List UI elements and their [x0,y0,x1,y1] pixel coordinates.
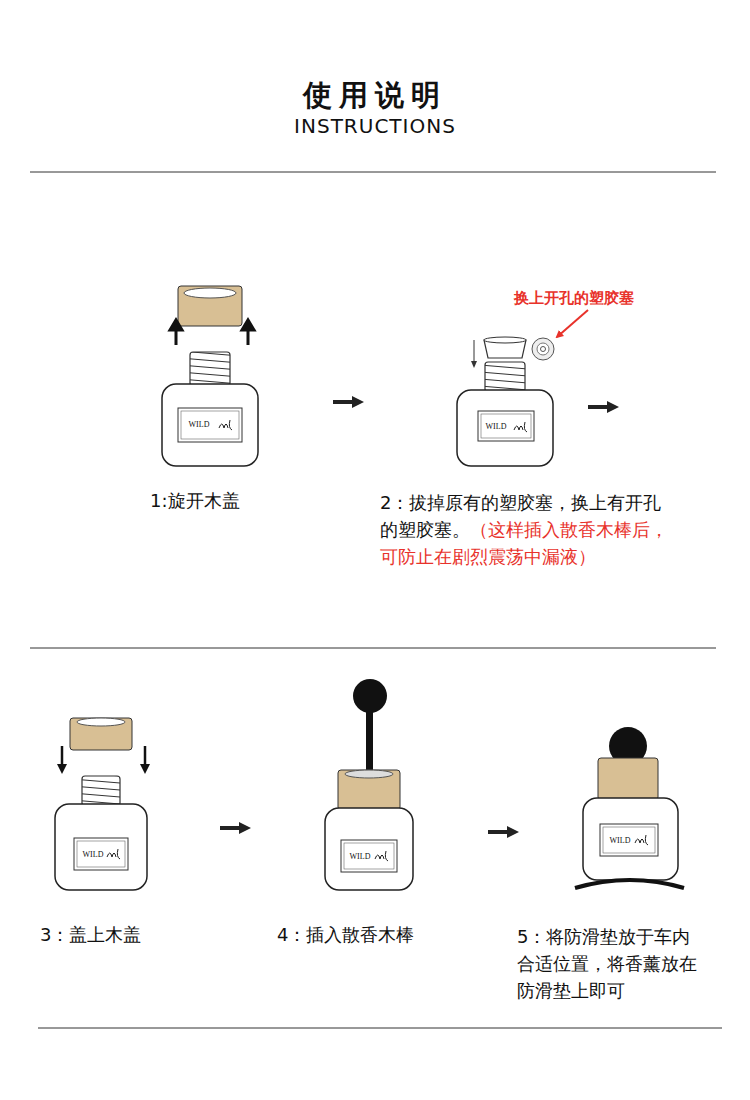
separator [38,1028,722,1029]
brand-text: WILD [83,851,104,859]
step-caption: 4：插入散香木棒 [277,923,414,947]
separator [30,648,716,649]
step-text-block: 2：拔掉原有的塑胶塞，换上有开孔的塑胶塞。（这样插入散香木棒后，可防止在剧烈震荡… [380,489,674,570]
page-title: 使用说明 [303,76,447,116]
bottle-plug [457,310,588,466]
bottle-on-mat [575,727,684,888]
bottle-stick [325,679,413,890]
anti-slip-mat [575,880,684,888]
step-caption: 5：将防滑垫放于车内合适位置，将香薰放在防滑垫上即可 [517,923,707,1004]
brand-text: WILD [486,423,507,431]
bottle-open [162,286,258,466]
page-subtitle: INSTRUCTIONS [294,114,456,138]
callout-note: 换上开孔的塑胶塞 [514,289,634,308]
brand-text: WILD [610,837,631,845]
bottle-close [55,718,150,890]
step-caption: 1:旋开木盖 [150,489,240,513]
brand-text: WILD [350,853,371,861]
step-caption: 3：盖上木盖 [40,923,141,947]
separator [30,172,716,173]
brand-text: WILD [189,421,210,429]
